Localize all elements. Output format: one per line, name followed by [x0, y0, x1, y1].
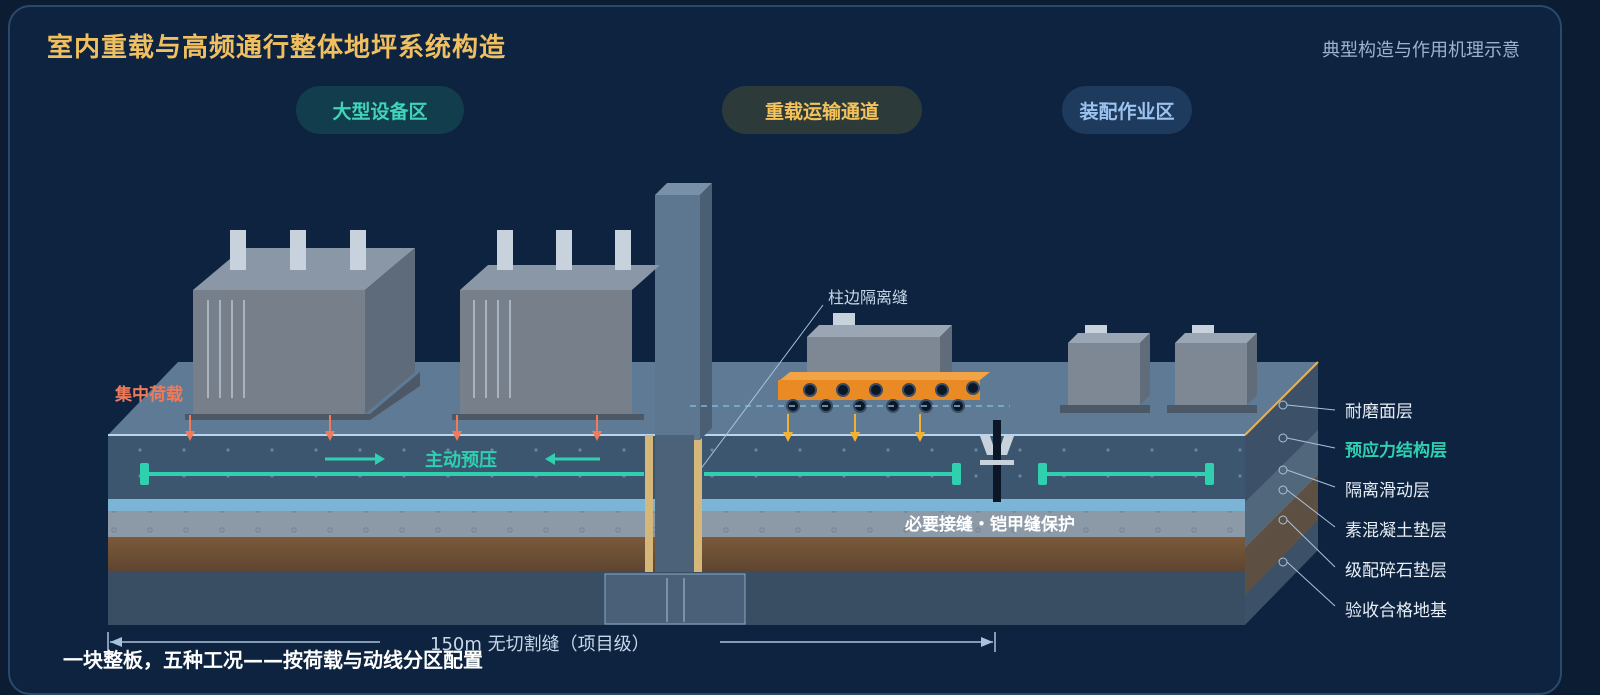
assembly-machine-1	[1060, 325, 1150, 413]
layer-label-wear-surface: 耐磨面层	[1345, 402, 1413, 422]
layer-label-concrete-cushion: 素混凝土垫层	[1345, 521, 1447, 541]
transport-load-arrows	[783, 414, 925, 442]
layer-label-subgrade: 验收合格地基	[1345, 601, 1447, 621]
structural-column	[604, 183, 746, 625]
zone-label-large-equipment: 大型设备区	[296, 86, 464, 134]
dimension-line	[107, 632, 996, 652]
dimension-label: 150m 无切割缝（项目级）	[430, 634, 650, 655]
assembly-machine-2	[1167, 325, 1257, 413]
active-prestress-label: 主动预压	[425, 449, 497, 471]
bottom-caption: 一块整板，五种工况——按荷载与动线分区配置	[63, 648, 483, 672]
equipment-transformer-1	[185, 230, 420, 420]
zone-label-assembly: 装配作业区	[1062, 86, 1192, 134]
column-joint-leader	[699, 304, 824, 471]
page-title: 室内重载与高频通行整体地坪系统构造	[47, 33, 507, 63]
armored-joint-label: 必要接缝・铠甲缝保护	[904, 514, 1075, 535]
layer-label-sliding: 隔离滑动层	[1345, 481, 1430, 501]
prestress-tendons	[140, 463, 1214, 485]
active-prestress-arrows	[325, 453, 600, 465]
transport-vehicle	[690, 313, 1010, 413]
equipment-transformer-2	[452, 230, 660, 420]
zone-label-heavy-transport: 重载运输通道	[722, 86, 922, 134]
layer-label-prestressed: 预应力结构层	[1345, 440, 1447, 461]
page-subtitle: 典型构造与作用机理示意	[1322, 40, 1520, 61]
concentrated-load-label: 集中荷载	[114, 384, 183, 405]
layer-label-gravel-cushion: 级配碎石垫层	[1345, 561, 1447, 581]
column-isolation-joint-label: 柱边隔离缝	[828, 288, 908, 307]
armored-joint	[980, 420, 1014, 502]
concentrated-load-arrows	[185, 415, 602, 441]
layer-leaders	[1278, 400, 1336, 607]
